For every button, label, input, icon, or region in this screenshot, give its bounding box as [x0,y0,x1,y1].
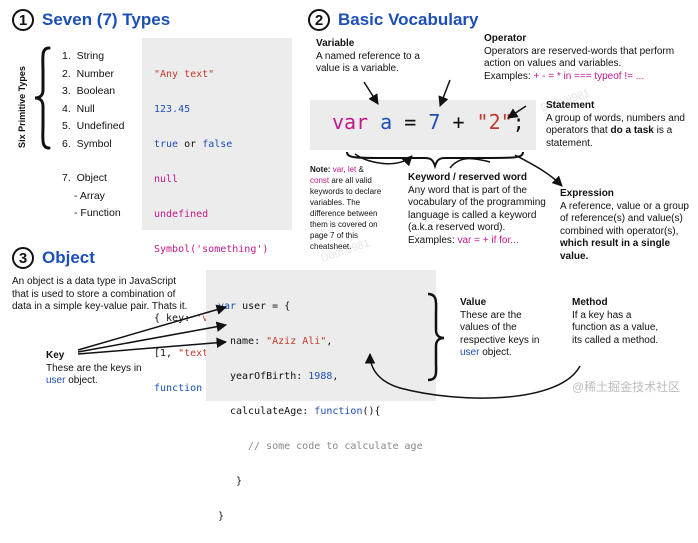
example-number: 123.45 [154,103,191,115]
object-intro: An object is a data type in JavaScript t… [12,276,188,312]
expression-label: Expression [560,188,614,199]
method-description: Method If a key has a function as a valu… [572,297,662,347]
statement-description: Statement A group of words, numbers and … [546,100,694,150]
section-title-vocabulary: Basic Vocabulary [338,10,479,29]
keyword-description: Keyword / reserved word Any word that is… [408,172,548,247]
vocabulary-code: var a = 7 + "2"; [332,110,525,134]
key-description: Key These are the keys in user object. [46,350,146,388]
section-number-2: 2 [308,9,330,31]
statement-label: Statement [546,100,595,111]
type-item-object: 7. Object [62,172,107,184]
object-arrows [77,292,445,382]
value-label: Value [460,297,487,308]
code-plus: + [452,110,465,134]
code-seven: 7 [428,110,441,134]
keyword-label: Keyword / reserved word [408,172,527,183]
keyword-examples: var = + if for... [457,234,519,246]
type-item-array: - Array [74,189,105,202]
footer-watermark: @稀土掘金技术社区 [572,380,681,394]
type-item-boolean: 3. Boolean [62,85,116,97]
type-item-number: 2. Number [62,67,114,80]
example-symbol: Symbol('something') [154,243,269,255]
primitive-type-list: 1. String 2. Number 3. Boolean 4. Null 5… [62,48,124,223]
side-label-primitive: Six Primitive Types [17,66,27,148]
variable-label: Variable [316,38,355,49]
type-item-string: 1. String [62,50,105,62]
type-item-null: 4. Null [62,102,95,115]
example-boolean: true or false [154,138,233,150]
brace-primitive-types [34,46,51,150]
section-title-object: Object [42,248,95,267]
type-item-function: - Function [74,207,121,219]
section-title-types: Seven (7) Types [42,10,171,29]
example-null: null [154,173,179,185]
code-var: var [332,110,369,134]
expression-description: Expression A reference, value or a group… [560,188,694,263]
vocabulary-arrows [354,79,563,187]
example-string: "Any text" [154,68,215,80]
example-undefined: undefined [154,208,209,220]
operator-label: Operator [484,33,527,44]
types-example-block [142,38,292,230]
key-label: Key [46,350,65,361]
code-eq: = [404,110,417,134]
code-two: "2" [476,110,513,134]
method-label: Method [572,297,608,308]
keyword-note: Note: var, let & const are all valid key… [310,165,382,251]
vocabulary-code-block [310,100,536,150]
section-number-3: 3 [12,247,34,269]
type-item-symbol: 6. Symbol [62,137,112,150]
value-description: Value These are the values of the respec… [460,297,550,360]
object-code-block [206,270,436,401]
operator-description: Operator Operators are reserved-words th… [484,33,692,83]
variable-description: Variable A named reference to a value is… [316,38,420,74]
section-number-1: 1 [12,9,34,31]
type-item-undefined: 5. Undefined [62,120,125,132]
operator-examples: + - = * in === typeof != ... [533,70,645,82]
method-arrow [364,352,581,399]
code-identifier: a [380,110,393,134]
keyword-brace [346,151,524,170]
